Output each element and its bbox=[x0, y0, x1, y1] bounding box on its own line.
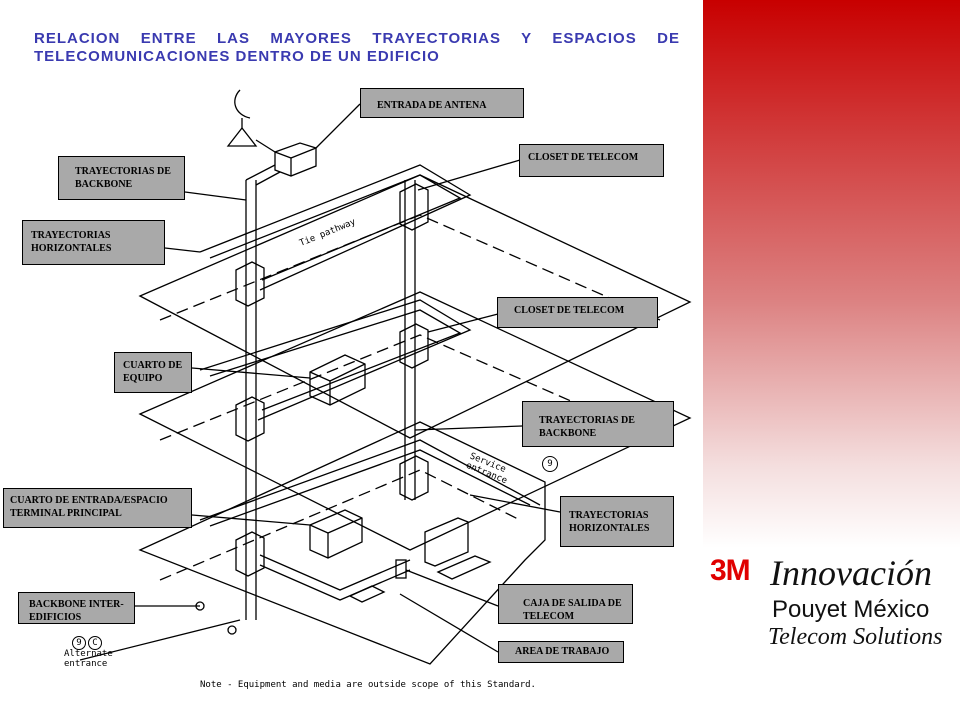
alternate-entrance-label: Alternate entrance bbox=[64, 649, 113, 669]
logo-innovacion: Innovación bbox=[770, 553, 932, 593]
antenna-entrance-box bbox=[274, 142, 317, 177]
label-trayectorias-horizontales-right: TRAYECTORIAS HORIZONTALES bbox=[560, 496, 674, 547]
company-logo: 3M Innovación Pouyet México Telecom Solu… bbox=[706, 552, 960, 664]
label-caja-salida: CAJA DE SALIDA DE TELECOM bbox=[498, 584, 633, 624]
floor-3 bbox=[138, 421, 546, 665]
telephone bbox=[348, 585, 386, 603]
floor-2 bbox=[138, 291, 692, 551]
label-closet-telecom-1: CLOSET DE TELECOM bbox=[519, 144, 664, 177]
outlet-box bbox=[395, 559, 407, 579]
label-closet-telecom-2: CLOSET DE TELECOM bbox=[497, 297, 658, 328]
marker-c: C bbox=[88, 636, 102, 650]
label-backbone-inter-edificios: BACKBONE INTER-EDIFICIOS bbox=[18, 592, 135, 624]
floor-1 bbox=[138, 174, 692, 439]
label-trayectorias-backbone-right: TRAYECTORIAS DE BACKBONE bbox=[522, 401, 674, 447]
building-diagram bbox=[79, 89, 692, 665]
logo-telecom-solutions: Telecom Solutions bbox=[768, 624, 943, 650]
red-gradient-band bbox=[703, 0, 960, 548]
marker-9-b: 9 bbox=[72, 636, 86, 650]
equipment-room-box bbox=[309, 354, 366, 406]
page-title: RELACION ENTRE LAS MAYORES TRAYECTORIAS … bbox=[34, 30, 680, 65]
label-entrada-antena: ENTRADA DE ANTENA bbox=[360, 88, 524, 118]
logo-3m-mark: 3M bbox=[710, 554, 751, 587]
label-cuarto-entrada: CUARTO DE ENTRADA/ESPACIO TERMINAL PRINC… bbox=[3, 488, 192, 528]
antenna-dish bbox=[234, 89, 251, 119]
label-area-trabajo: AREA DE TRABAJO bbox=[498, 641, 624, 663]
antenna-mast bbox=[226, 126, 258, 147]
workstation-monitor bbox=[424, 517, 469, 567]
scope-note: Note - Equipment and media are outside s… bbox=[200, 680, 536, 690]
label-trayectorias-horizontales-left: TRAYECTORIAS HORIZONTALES bbox=[22, 220, 165, 265]
workstation-keyboard bbox=[436, 555, 492, 580]
marker-9-a: 9 bbox=[542, 456, 558, 472]
label-cuarto-equipo: CUARTO DE EQUIPO bbox=[114, 352, 192, 393]
label-trayectorias-backbone-left: TRAYECTORIAS DE BACKBONE bbox=[58, 156, 185, 200]
logo-pouyet-mexico: Pouyet México bbox=[772, 596, 930, 623]
